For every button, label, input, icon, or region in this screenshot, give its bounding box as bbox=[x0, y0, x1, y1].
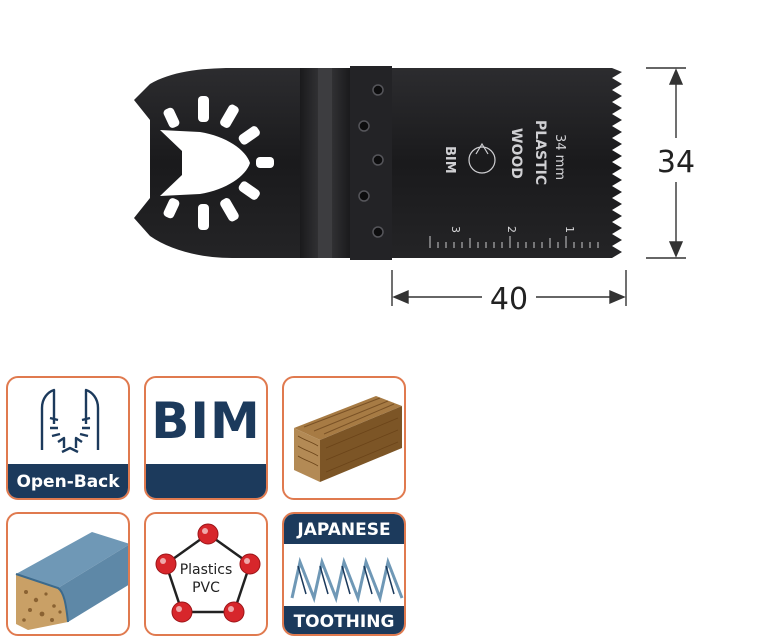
pvc-label: PVC bbox=[192, 580, 220, 596]
rivets bbox=[358, 84, 384, 238]
height-dimension-label: 34 bbox=[657, 145, 695, 180]
plastic-molecule-icon bbox=[155, 523, 261, 623]
blade-material-line1: WOOD bbox=[508, 128, 524, 179]
bim-badge: BIM bbox=[144, 376, 268, 500]
blade-rivet-plate bbox=[350, 66, 392, 260]
scale-label-3: 3 bbox=[449, 226, 462, 233]
wood-plank-icon bbox=[294, 396, 402, 482]
blade-type-marking: BIM bbox=[442, 146, 457, 174]
blade-logo-mark bbox=[468, 142, 496, 174]
japanese-teeth-icon bbox=[284, 514, 404, 634]
japanese-toothing-badge: JAPANESE TOOTHING bbox=[282, 512, 406, 636]
scale-label-2: 2 bbox=[505, 226, 518, 233]
japanese-label: JAPANESE bbox=[297, 520, 391, 540]
plastics-badge: Plastics PVC bbox=[144, 512, 268, 636]
blade-material-line2: PLASTIC bbox=[532, 120, 548, 185]
width-dimension-label: 40 bbox=[490, 282, 528, 317]
dimension-lines bbox=[391, 67, 686, 306]
laminate-badge bbox=[6, 512, 130, 636]
blade-size-marking: 34 mm bbox=[552, 134, 567, 180]
open-back-label: Open-Back bbox=[16, 472, 120, 492]
scale-label-1: 1 bbox=[563, 226, 576, 233]
open-back-blade-icon bbox=[8, 388, 128, 498]
blade-ruler-ticks bbox=[429, 236, 599, 248]
bim-material-icon bbox=[146, 464, 266, 498]
blade-body bbox=[392, 68, 622, 258]
bim-label: BIM bbox=[151, 392, 261, 450]
toothing-label: TOOTHING bbox=[293, 612, 395, 632]
laminate-board-icon bbox=[15, 532, 128, 630]
blade-product-image: 3 2 1 BIM WOOD PLASTIC 34 mm bbox=[134, 66, 695, 317]
plastics-label: Plastics bbox=[179, 562, 233, 578]
wood-badge bbox=[282, 376, 406, 500]
star-mount-opening bbox=[160, 96, 274, 230]
open-back-badge: Open-Back bbox=[6, 376, 130, 500]
